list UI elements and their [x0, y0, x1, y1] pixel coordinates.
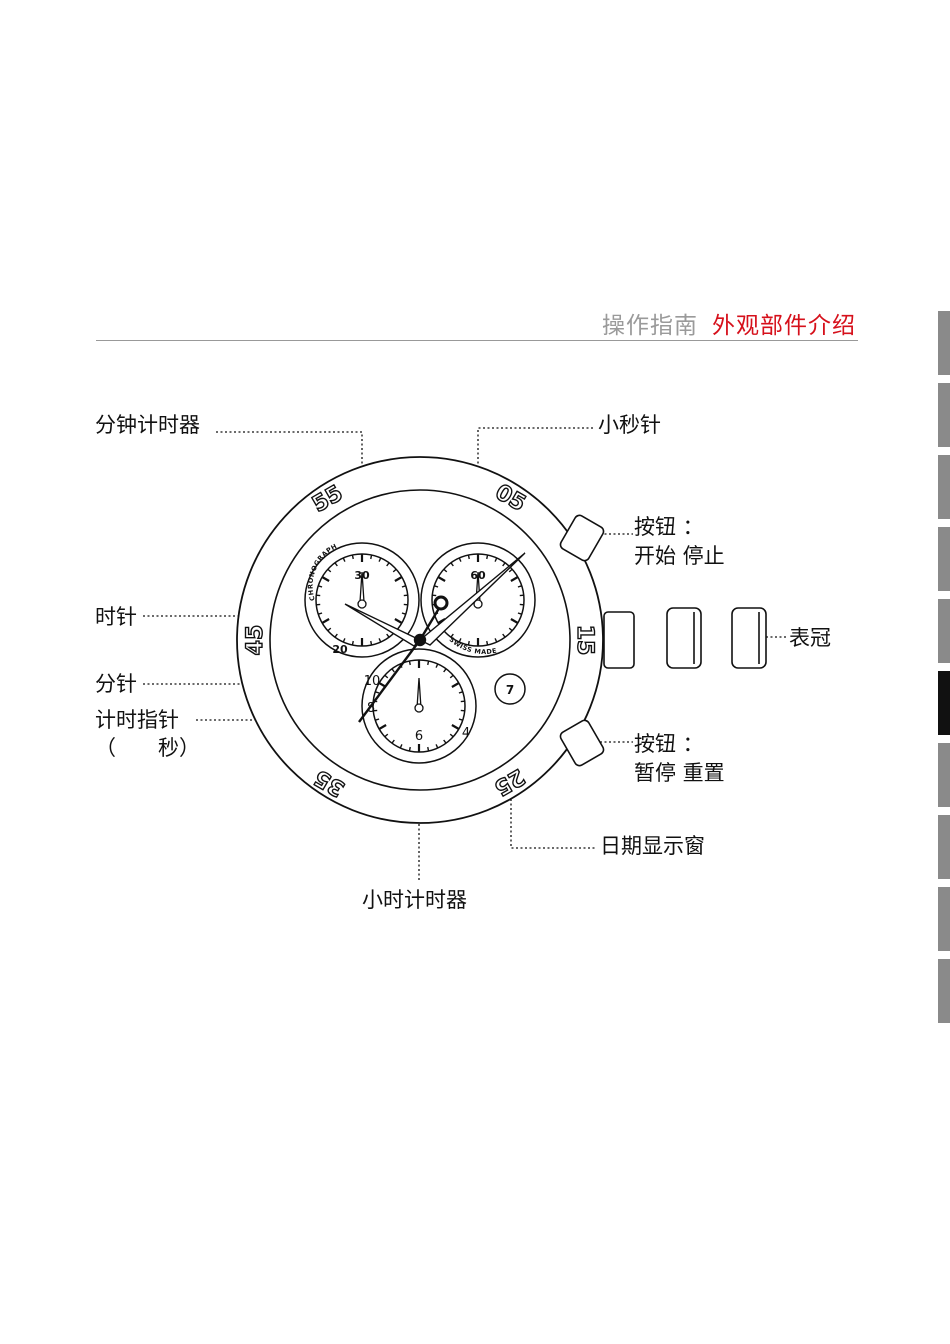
bezel-15: 15	[572, 625, 597, 656]
label-small-seconds: 小秒针	[598, 411, 661, 439]
label-button-bottom-2: 暂停 重置	[634, 759, 725, 787]
label-date-window: 日期显示窗	[600, 832, 705, 860]
subdial-tick	[352, 555, 353, 559]
minute-counter-20: 20	[332, 643, 348, 656]
subdial-tick	[487, 641, 488, 645]
label-chrono-hand-sub: （ 秒）	[95, 734, 200, 762]
center-pinion	[415, 635, 426, 646]
subdial-tick	[468, 555, 469, 559]
hour-counter-10: 10	[364, 674, 381, 689]
label-button-top-1: 按钮 ：	[634, 513, 704, 541]
label-chrono-hand: 计时指针	[95, 706, 179, 734]
label-button-top-2: 开始 停止	[634, 542, 725, 570]
hour-counter-6: 6	[415, 729, 423, 744]
label-minute-hand: 分针	[95, 670, 137, 698]
hour-counter-4: 4	[462, 726, 470, 741]
subdial-tick	[487, 555, 488, 559]
label-button-bottom-1: 按钮 ：	[634, 730, 704, 758]
subdial-tick	[371, 641, 372, 645]
bezel-45: 45	[243, 625, 268, 656]
chrono-hand-counterweight	[435, 597, 447, 609]
label-hour-hand: 时针	[95, 603, 137, 631]
label-crown: 表冠	[789, 624, 831, 652]
date-value: 7	[506, 683, 514, 697]
minute-counter-hub	[358, 600, 366, 608]
subdial-tick	[409, 747, 410, 751]
hour-counter-hub	[415, 704, 423, 712]
subdial-tick	[352, 641, 353, 645]
subdial-tick	[428, 747, 429, 751]
crown-mounted[interactable]	[604, 612, 634, 668]
subdial-tick	[428, 661, 429, 665]
label-minute-counter: 分钟计时器	[95, 411, 200, 439]
label-hour-counter: 小时计时器	[362, 886, 467, 914]
subdial-tick	[468, 641, 469, 645]
crown-pulled-2	[732, 608, 766, 668]
crown-pulled-1	[667, 608, 701, 668]
subdial-tick	[409, 661, 410, 665]
subdial-tick	[371, 555, 372, 559]
